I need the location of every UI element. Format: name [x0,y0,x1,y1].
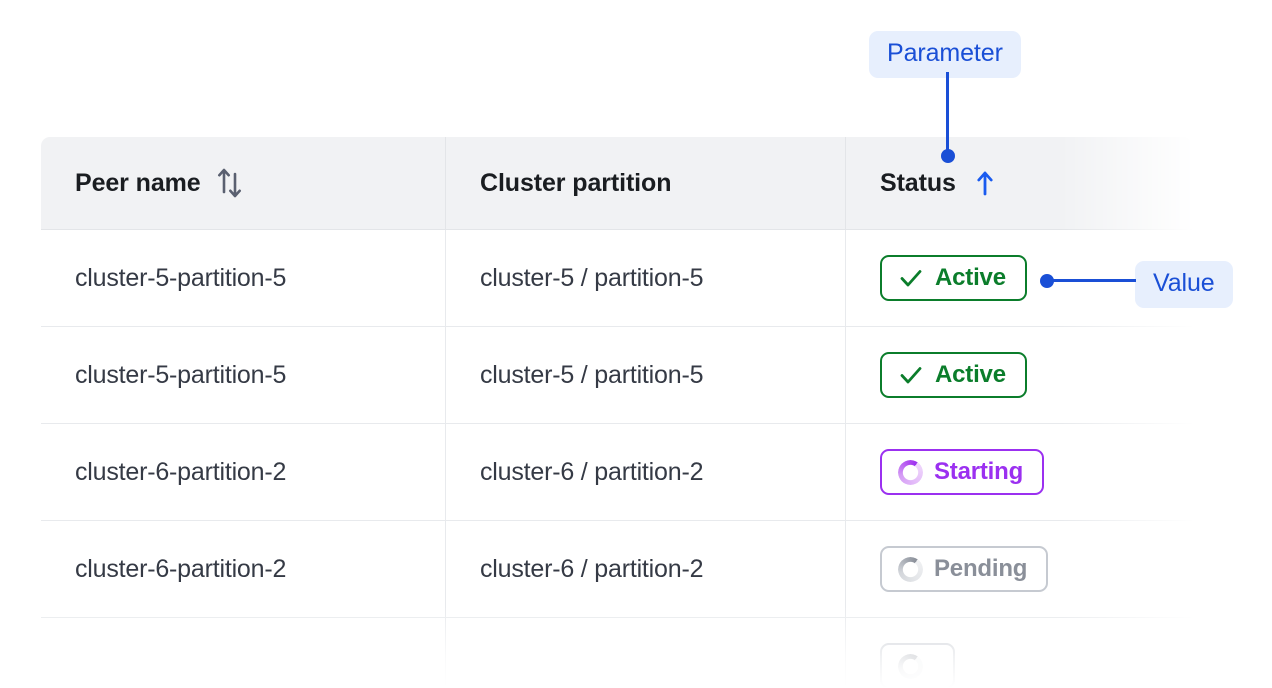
annotation-badge-value: Value [1135,261,1233,308]
cell-status: Active [845,229,1192,327]
status-badge-active: Active [880,255,1027,301]
spinner-icon [898,459,923,485]
status-label: Starting [934,458,1024,485]
status-badge-pending: Pending [880,546,1049,592]
cell-status: Active [845,326,1192,424]
cell-status [845,617,1192,688]
column-header-label: Cluster partition [480,168,672,197]
status-label: Active [935,264,1006,291]
column-header-status[interactable]: Status [845,137,1192,230]
table-header: Peer name Cluster partition [41,137,1192,230]
table-header-row: Peer name Cluster partition [41,137,1192,230]
cell-peer-name: cluster-5-partition-5 [41,326,446,424]
cell-cluster-partition: cluster-6 / partition-2 [445,520,846,618]
arrow-up-icon[interactable] [971,168,999,198]
cell-cluster-partition: cluster-5 / partition-5 [445,326,846,424]
status-badge-active: Active [880,352,1027,398]
annotation-dot-value [1040,274,1054,288]
annotation-badge-parameter: Parameter [869,31,1021,78]
cell-cluster-partition: cluster-5 / partition-5 [445,229,846,327]
annotation-connector-value [1046,279,1136,282]
table-row[interactable]: cluster-6-partition-2 cluster-6 / partit… [41,423,1192,521]
spinner-icon [898,653,923,679]
table-row[interactable]: cluster-5-partition-5 cluster-5 / partit… [41,229,1192,327]
sort-both-arrows-icon[interactable] [216,168,243,198]
cell-status: Pending [845,520,1192,618]
column-header-peer-name[interactable]: Peer name [41,137,446,230]
status-label: Active [935,361,1006,388]
cell-peer-name [41,617,446,688]
check-icon [898,265,924,291]
peers-table: Peer name Cluster partition [40,136,1192,688]
spinner-icon [898,556,923,582]
cell-status: Starting [845,423,1192,521]
status-label: Pending [934,555,1028,582]
cell-peer-name: cluster-6-partition-2 [41,423,446,521]
check-icon [898,362,924,388]
cell-cluster-partition [445,617,846,688]
column-header-cluster-partition[interactable]: Cluster partition [445,137,846,230]
cell-peer-name: cluster-5-partition-5 [41,229,446,327]
annotation-dot-parameter [941,149,955,163]
peers-table-container[interactable]: Peer name Cluster partition [40,136,1192,688]
column-header-label: Peer name [75,168,201,197]
annotation-connector-parameter [946,72,949,158]
column-header-label: Status [880,168,956,197]
table-row[interactable]: cluster-6-partition-2 cluster-6 / partit… [41,520,1192,618]
table-body: cluster-5-partition-5 cluster-5 / partit… [41,229,1192,688]
table-row[interactable] [41,617,1192,688]
status-badge-pending [880,643,955,688]
status-badge-starting: Starting [880,449,1045,495]
table-row[interactable]: cluster-5-partition-5 cluster-5 / partit… [41,326,1192,424]
cell-peer-name: cluster-6-partition-2 [41,520,446,618]
cell-cluster-partition: cluster-6 / partition-2 [445,423,846,521]
